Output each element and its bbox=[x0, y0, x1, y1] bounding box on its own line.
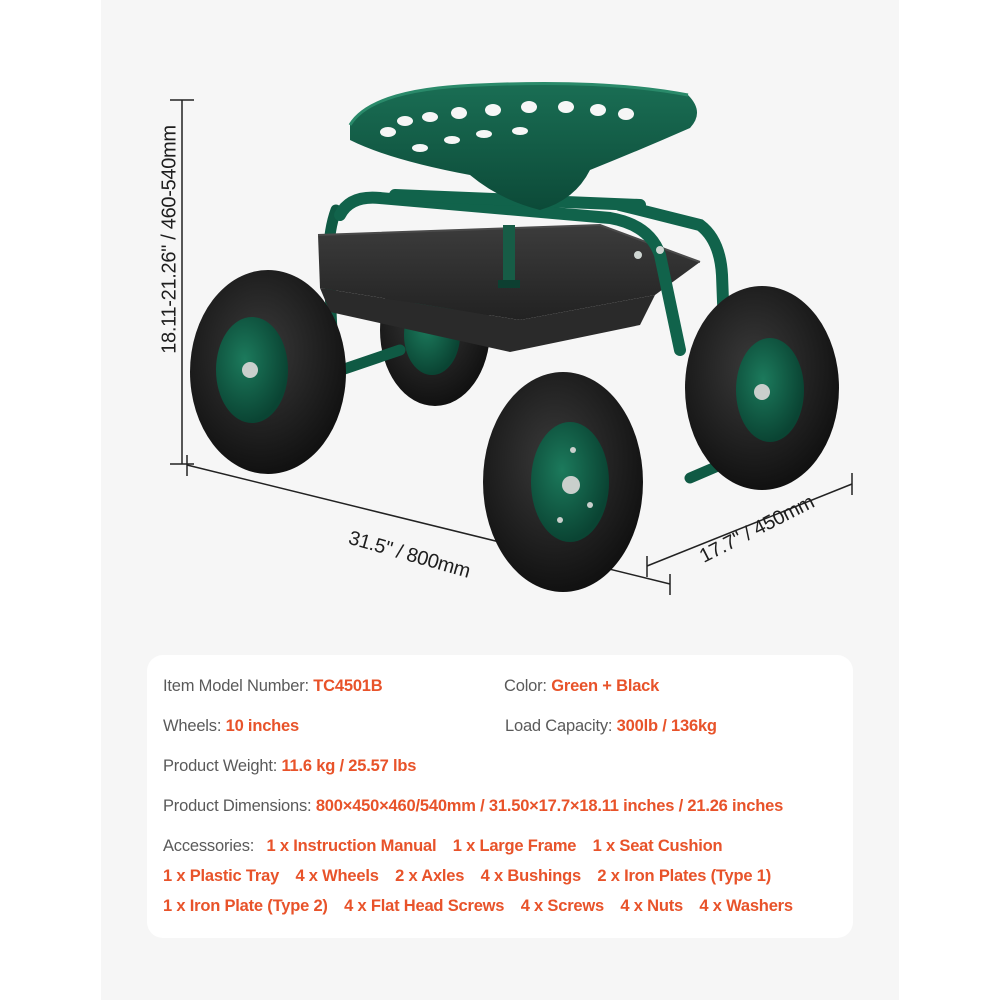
spec-label: Color: bbox=[504, 677, 547, 695]
wheel-front-right bbox=[483, 372, 643, 592]
spec-wheels: Wheels: 10 inches bbox=[163, 717, 299, 736]
spec-weight: Product Weight: 11.6 kg / 25.57 lbs bbox=[163, 757, 416, 776]
height-dimension-line bbox=[170, 99, 194, 465]
spec-value: Green + Black bbox=[551, 677, 660, 695]
height-dimension-label: 18.11-21.26" / 460-540mm bbox=[158, 125, 181, 354]
spec-label: Product Dimensions: bbox=[163, 797, 312, 815]
accessories-label: Accessories: bbox=[163, 837, 255, 855]
spec-load-capacity: Load Capacity: 300lb / 136kg bbox=[505, 717, 717, 736]
accessory-item: 1 x Instruction Manual bbox=[266, 837, 437, 855]
accessory-item: 2 x Iron Plates (Type 1) bbox=[597, 867, 772, 885]
accessory-item: 4 x Nuts bbox=[620, 897, 683, 915]
accessory-item: 4 x Bushings bbox=[480, 867, 581, 885]
spec-dimensions: Product Dimensions: 800×450×460/540mm / … bbox=[163, 797, 783, 816]
spec-value: 300lb / 136kg bbox=[616, 717, 717, 735]
spec-label: Product Weight: bbox=[163, 757, 278, 775]
accessory-item: 4 x Washers bbox=[699, 897, 793, 915]
accessories-line-1: Accessories: 1 x Instruction Manual 1 x … bbox=[163, 837, 734, 856]
spec-value: 800×450×460/540mm / 31.50×17.7×18.11 inc… bbox=[315, 797, 784, 815]
spec-label: Load Capacity: bbox=[505, 717, 613, 735]
wheel-front-left bbox=[190, 270, 346, 474]
accessories-line-3: 1 x Iron Plate (Type 2) 4 x Flat Head Sc… bbox=[163, 897, 805, 916]
product-image-garden-cart bbox=[170, 81, 853, 595]
wheel-back-right bbox=[685, 286, 839, 490]
accessory-item: 1 x Seat Cushion bbox=[592, 837, 723, 855]
accessory-item: 2 x Axles bbox=[395, 867, 465, 885]
accessory-item: 1 x Plastic Tray bbox=[163, 867, 280, 885]
accessories-line-2: 1 x Plastic Tray 4 x Wheels 2 x Axles 4 … bbox=[163, 867, 783, 886]
seat-post bbox=[498, 225, 520, 288]
accessory-item: 4 x Screws bbox=[520, 897, 605, 915]
spec-value: 10 inches bbox=[225, 717, 300, 735]
accessory-item: 1 x Large Frame bbox=[452, 837, 577, 855]
spec-label: Item Model Number: bbox=[163, 677, 309, 695]
accessory-item: 1 x Iron Plate (Type 2) bbox=[163, 897, 328, 915]
spec-value: TC4501B bbox=[313, 677, 383, 695]
width-dimension-line bbox=[646, 473, 853, 577]
spec-value: 11.6 kg / 25.57 lbs bbox=[281, 757, 417, 775]
tractor-seat bbox=[348, 81, 698, 210]
spec-model: Item Model Number: TC4501B bbox=[163, 677, 383, 696]
spec-label: Wheels: bbox=[163, 717, 222, 735]
spec-color: Color: Green + Black bbox=[504, 677, 659, 696]
accessory-item: 4 x Flat Head Screws bbox=[344, 897, 505, 915]
accessory-item: 4 x Wheels bbox=[295, 867, 379, 885]
spec-card: Item Model Number: TC4501B Color: Green … bbox=[147, 655, 853, 938]
